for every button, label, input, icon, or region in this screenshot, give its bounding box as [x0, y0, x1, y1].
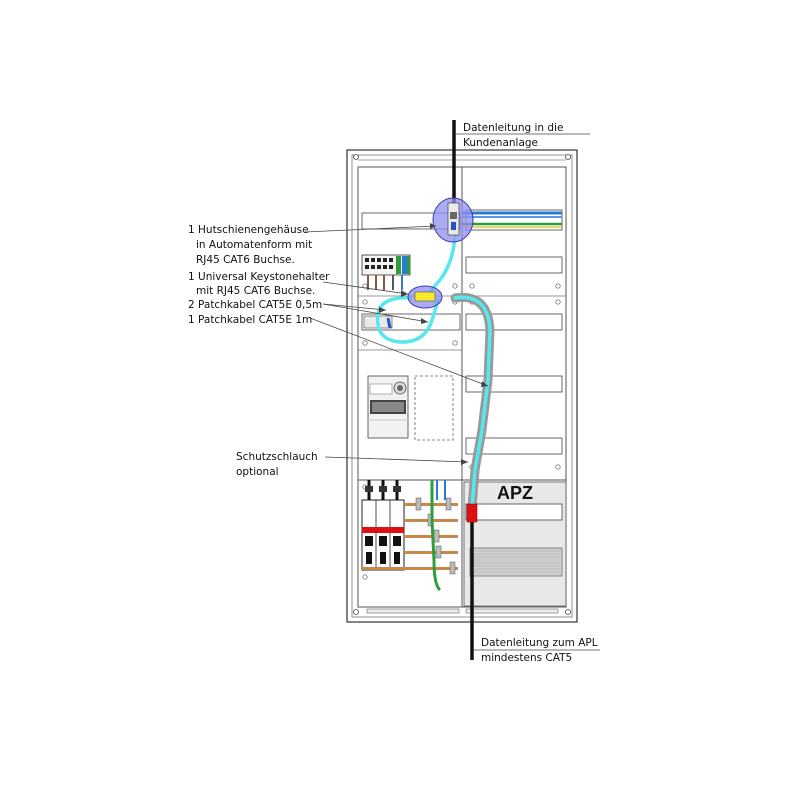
keystonehalter: [407, 285, 443, 309]
label-key-line1: 1 Universal Keystonehalter: [188, 271, 330, 283]
apz-connector: [466, 503, 478, 523]
leader-arrowheads: [379, 223, 488, 465]
patch-cable-1m: [453, 295, 492, 510]
label-hut-line2: in Automatenform mit: [196, 239, 312, 251]
label-incoming-line1: Datenleitung in die: [463, 122, 563, 134]
apz-label: APZ: [497, 483, 533, 503]
label-apl-line1: Datenleitung zum APL: [481, 637, 598, 649]
label-patch-short: 2 Patchkabel CAT5E 0,5m: [188, 299, 322, 311]
cabinet-screw-icon: [353, 154, 571, 615]
label-patch-long: 1 Patchkabel CAT5E 1m: [188, 314, 312, 326]
main-breakers: [361, 480, 405, 571]
terminal-block: [361, 254, 411, 290]
hutschienengehaeuse: [432, 197, 474, 243]
leader-lines: [304, 133, 600, 651]
label-schutz-line1: Schutzschlauch: [236, 451, 318, 463]
electric-meter: [367, 375, 409, 439]
label-hut-line1: 1 Hutschienengehäuse: [188, 224, 309, 236]
neutral-earth-bars: [462, 211, 562, 228]
label-key-line2: mit RJ45 CAT6 Buchse.: [196, 285, 315, 297]
lower-earth-wiring: [430, 480, 446, 592]
label-apl-line2: mindestens CAT5: [481, 652, 572, 664]
label-hut-line3: RJ45 CAT6 Buchse.: [196, 254, 295, 266]
meter-placeholder: [414, 375, 454, 441]
patch-cable-short-2: [375, 296, 440, 344]
label-incoming-line2: Kundenanlage: [463, 137, 538, 149]
label-schutz-line2: optional: [236, 466, 279, 478]
apz-field: APZ: [463, 481, 567, 607]
patch-plug: [386, 317, 392, 329]
